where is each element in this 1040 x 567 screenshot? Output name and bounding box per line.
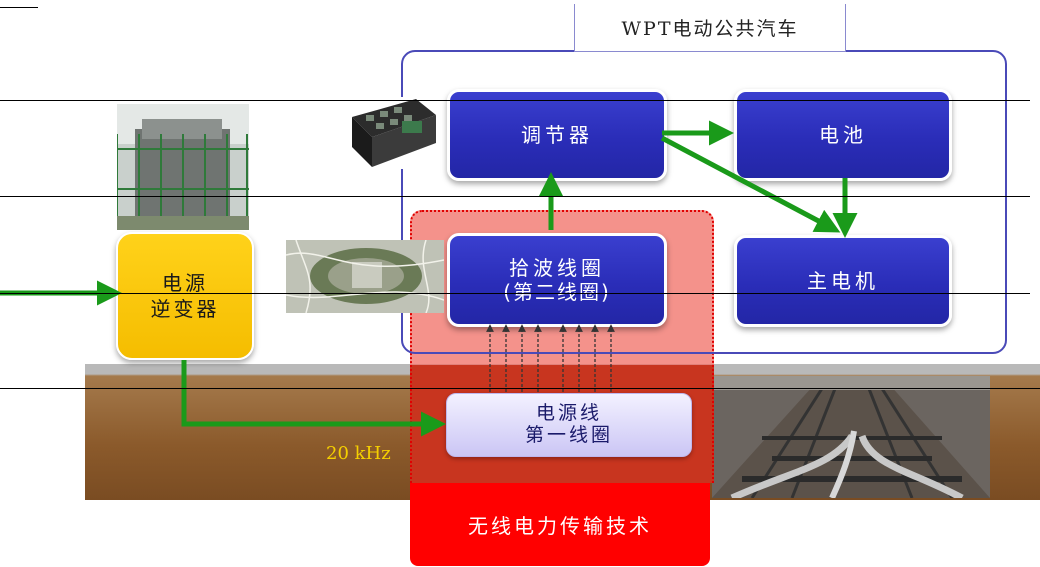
guide-line-2 bbox=[0, 196, 1030, 197]
pickup-coil-label: 拾波线圈 bbox=[509, 256, 605, 280]
inverter-station-photo bbox=[117, 104, 249, 230]
wpt-label: 无线电力传输技术 bbox=[468, 514, 652, 538]
power-inverter-box: 电源 逆变器 bbox=[116, 232, 254, 360]
pickup-coil-sublabel: (第二线圈) bbox=[503, 280, 611, 304]
regulator-label: 调节器 bbox=[521, 123, 593, 147]
bus-title: WPT电动公共汽车 bbox=[621, 18, 799, 40]
inverter-to-powerline-arrow bbox=[181, 360, 446, 437]
power-line-sublabel: 第一线圈 bbox=[524, 424, 613, 446]
road-construction-photo bbox=[712, 376, 990, 498]
guide-line-1 bbox=[0, 100, 1030, 101]
power-line-label: 电源线 bbox=[535, 402, 602, 425]
regulator-to-motor-arrow bbox=[660, 135, 841, 233]
regulator-box: 调节器 bbox=[447, 89, 667, 181]
power-line-box: 电源线 第一线圈 bbox=[446, 393, 692, 457]
pickup-coil-box: 拾波线圈 (第二线圈) bbox=[447, 233, 667, 327]
magnetic-flux-arrows bbox=[486, 324, 615, 392]
regulator-hardware-photo bbox=[346, 97, 438, 169]
wpt-label-box: 无线电力传输技术 bbox=[410, 483, 710, 566]
guide-line-3 bbox=[0, 293, 1030, 294]
guide-line-4 bbox=[0, 388, 1040, 389]
corner-mark bbox=[0, 7, 38, 8]
main-motor-box: 主电机 bbox=[734, 235, 952, 327]
power-inverter-label: 电源 bbox=[162, 271, 208, 295]
bus-title-tab: WPT电动公共汽车 bbox=[574, 4, 846, 52]
main-motor-label: 主电机 bbox=[807, 269, 879, 293]
frequency-label: 20 kHz bbox=[326, 443, 391, 464]
power-inverter-sublabel: 逆变器 bbox=[150, 297, 220, 321]
battery-box: 电池 bbox=[734, 89, 952, 181]
battery-label: 电池 bbox=[819, 123, 867, 147]
